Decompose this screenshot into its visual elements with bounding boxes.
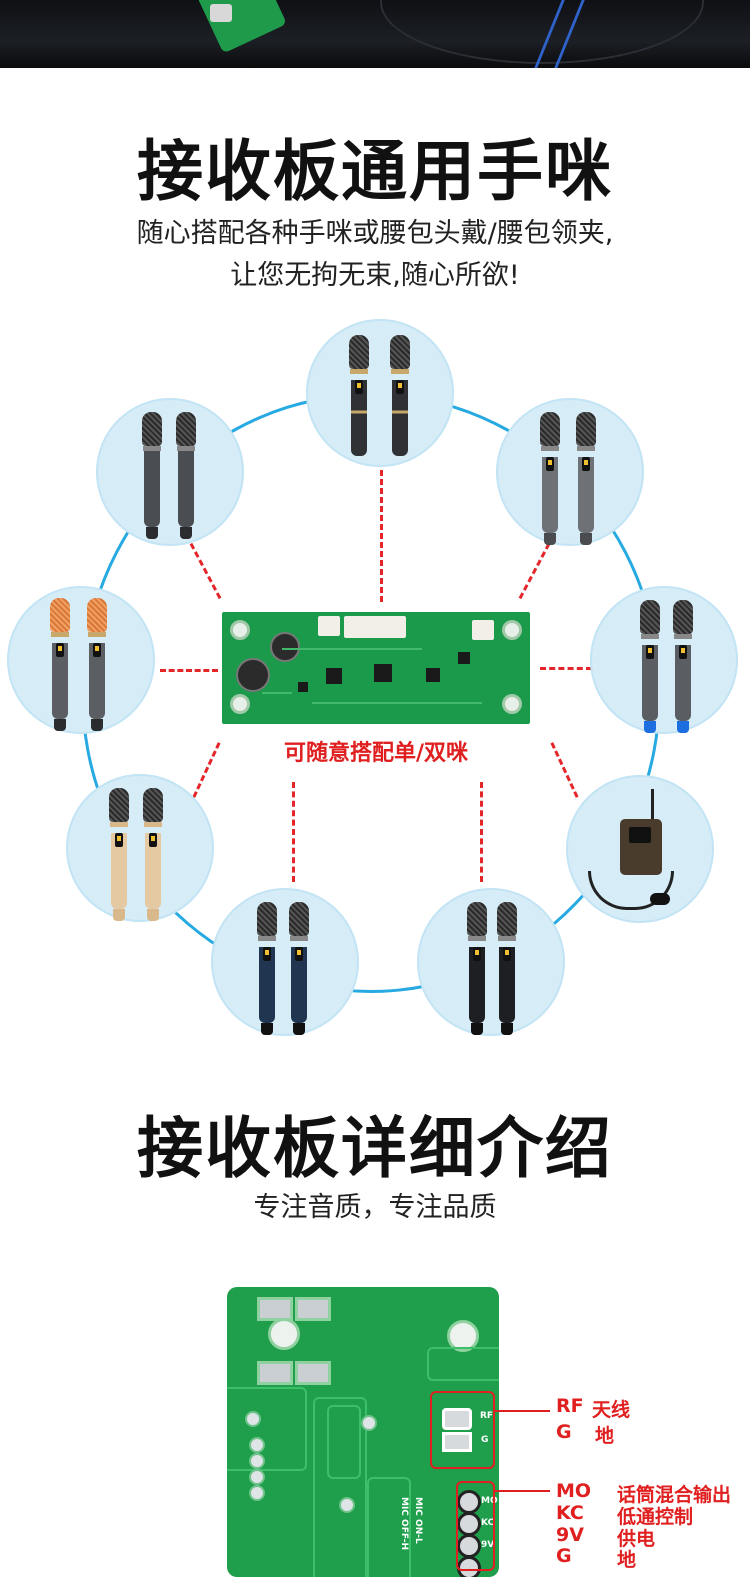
pin-label-mo-desc: 话筒混合输出 (617, 1484, 732, 1506)
silk-rf: RF (480, 1411, 494, 1421)
pin-label-rf-code: RF (556, 1395, 584, 1417)
pcb-corner-image (193, 0, 287, 54)
mic-option-gold-dark (306, 319, 454, 467)
pin-label-g2-code: G (556, 1545, 572, 1567)
rf-callout-box (430, 1391, 495, 1469)
rf-callout-line (495, 1410, 550, 1412)
silk-g: G (481, 1435, 489, 1445)
bodypack-antenna (651, 789, 654, 821)
pin-label-kc-desc: 低通控制 (617, 1506, 694, 1528)
section-subtitle-line1: 随心搭配各种手咪或腰包头戴/腰包领夹, (136, 218, 614, 249)
mic-option-orange-grille (7, 586, 155, 734)
silk-9v: 9V (481, 1540, 495, 1550)
mic-option-headset-bodypack (566, 775, 714, 923)
receiver-board-image (222, 612, 530, 724)
pin-label-9v-code: 9V (556, 1524, 584, 1546)
top-banner-image (0, 0, 750, 68)
silk-kc: KC (481, 1518, 495, 1528)
section-title-board-details: 接收板详细介绍 (137, 1110, 613, 1187)
receiver-board-closeup: RF G MIC ON-L MIC OFF-H MO KC 9V (227, 1287, 499, 1577)
center-caption: 可随意搭配单/双咪 (283, 741, 469, 766)
section2-subtitle: 专注音质，专注品质 (253, 1192, 497, 1223)
pin-label-rf-desc: 天线 (592, 1399, 631, 1421)
silk-mic-on: MIC ON-L (413, 1497, 423, 1544)
pin-callout-line (495, 1490, 550, 1492)
section-title-universal-mic: 接收板通用手咪 (137, 133, 613, 210)
pin-label-mo-code: MO (556, 1480, 592, 1502)
pin-label-g2-desc: 地 (617, 1549, 637, 1571)
silk-mic-off: MIC OFF-H (399, 1497, 409, 1550)
mic-option-black (417, 888, 565, 1036)
mic-option-champagne (66, 774, 214, 922)
connector-bottom-left (292, 782, 295, 882)
connector-right (540, 667, 592, 670)
rf-connector-pad (442, 1408, 472, 1430)
pin-label-g-code: G (556, 1421, 572, 1443)
mic-option-grey (496, 398, 644, 546)
connector-left (160, 669, 218, 672)
pin-callout-box (456, 1481, 495, 1571)
silk-mo: MO (481, 1496, 498, 1506)
mic-option-navy (211, 888, 359, 1036)
pin-kc (457, 1512, 481, 1536)
section-subtitle-line2: 让您无拘无束,随心所欲! (230, 260, 520, 291)
pin-label-kc-code: KC (556, 1502, 584, 1524)
connector-header (344, 616, 406, 638)
mic-option-blue-tail (590, 586, 738, 734)
connector-top (380, 470, 383, 602)
connector-bottom-right (480, 782, 483, 882)
pin-label-9v-desc: 供电 (617, 1528, 656, 1550)
pin-label-g-desc: 地 (595, 1425, 615, 1447)
mic-option-dark-grey (96, 398, 244, 546)
ground-connector-pad (442, 1432, 472, 1452)
